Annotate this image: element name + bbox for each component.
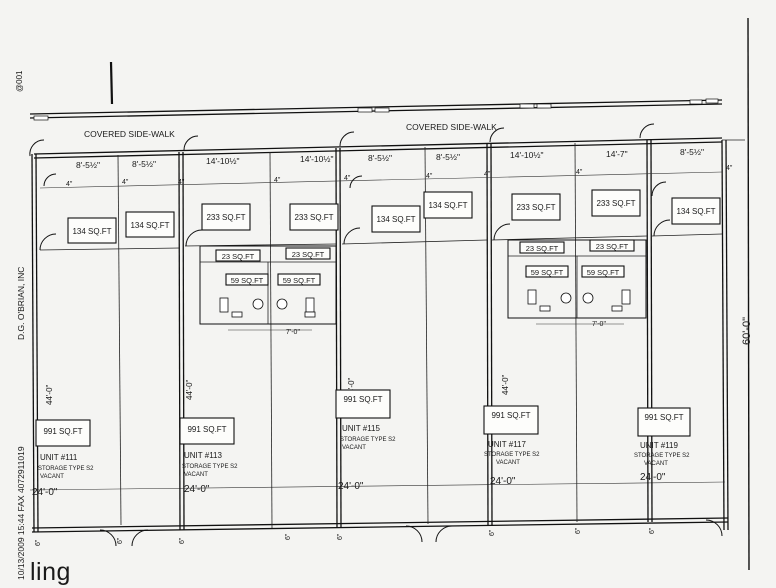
- storage-area-label: 991 SQ.FT: [343, 395, 382, 404]
- dim-label: 4": [66, 181, 73, 188]
- office-area-label: 134 SQ.FT: [72, 227, 111, 236]
- covered-sidewalk-label-right: COVERED SIDE-WALK: [406, 122, 497, 132]
- company-name: D.G. O'BRIAN, INC: [16, 267, 26, 340]
- unit-status: VACANT: [184, 472, 208, 478]
- unit-width: 24'-0": [184, 484, 210, 495]
- dim-label: 6": [179, 537, 186, 544]
- dim-label: 7'-0": [286, 329, 300, 336]
- unit-storage-type: STORAGE TYPE S2: [38, 466, 94, 472]
- restroom-core-right: [507, 239, 647, 325]
- office-area-label: 233 SQ.FT: [206, 213, 245, 222]
- restroom-areas: 23 SQ.FT 23 SQ.FT 23 SQ.FT 23 SQ.FT: [215, 239, 635, 262]
- dim-label: 4": [178, 179, 185, 186]
- unit-status: VACANT: [40, 474, 64, 480]
- unit-status: VACANT: [496, 460, 520, 466]
- restroom-area-label: 23 SQ.FT: [526, 244, 559, 253]
- dim-label: 7'-0": [592, 321, 606, 328]
- demising-walls: [178, 139, 653, 531]
- unit-width: 24'-0": [640, 472, 666, 483]
- storage-unit-111: 991 SQ.FT UNIT #111 STORAGE TYPE S2 VACA…: [32, 419, 94, 498]
- dim-label: 8'-5½": [368, 153, 392, 163]
- toilet-area-label: 59 SQ.FT: [587, 268, 620, 277]
- dim-label: 4": [576, 169, 583, 176]
- storage-unit-113: 991 SQ.FT UNIT #113 STORAGE TYPE S2 VACA…: [179, 417, 238, 495]
- dim-label: 4": [122, 179, 129, 186]
- storage-unit-117: 991 SQ.FT UNIT #117 STORAGE TYPE S2 VACA…: [483, 405, 540, 487]
- office-area-label: 134 SQ.FT: [428, 201, 467, 210]
- unit-width: 24'-0": [338, 481, 364, 492]
- storage-area-label: 991 SQ.FT: [43, 427, 82, 436]
- bottom-wall-dims: 6" 6" 6" 6" 6" 6" 6" 6": [35, 527, 656, 546]
- restroom-area-label: 23 SQ.FT: [596, 242, 629, 251]
- dim-label: 8'-5½": [132, 159, 156, 169]
- dim-label: 6": [117, 537, 124, 544]
- unit-width: 24'-0": [490, 476, 516, 487]
- unit-storage-type: STORAGE TYPE S2: [484, 452, 540, 458]
- dim-label: 4": [274, 177, 281, 184]
- toilet-areas: 59 SQ.FT 59 SQ.FT 59 SQ.FT 59 SQ.FT: [225, 265, 625, 286]
- fax-page-id: @001: [15, 70, 24, 92]
- top-dimensions: 8'-5½" 8'-5½" 14'-10½" 14'-10½" 8'-5½" 8…: [76, 147, 704, 170]
- restroom-core-left: [199, 245, 337, 331]
- office-area-label: 134 SQ.FT: [376, 215, 415, 224]
- dim-label: 6": [337, 533, 344, 540]
- dim-label: 44'-0": [347, 377, 356, 398]
- office-areas: 134 SQ.FT 134 SQ.FT 233 SQ.FT 233 SQ.FT …: [67, 189, 721, 244]
- restroom-area-label: 23 SQ.FT: [222, 252, 255, 261]
- dim-label: 8'-5½": [436, 152, 460, 162]
- dim-label: 6": [649, 527, 656, 534]
- dim-label: 44'-0": [185, 379, 194, 400]
- storage-area-label: 991 SQ.FT: [644, 413, 683, 422]
- storage-unit-115: 991 SQ.FT UNIT #115 STORAGE TYPE S2 VACA…: [335, 389, 396, 492]
- toilet-area-label: 59 SQ.FT: [531, 268, 564, 277]
- unit-storage-type: STORAGE TYPE S2: [634, 453, 690, 459]
- depth-dimensions: 44'-0" 44'-0" 44'-0" 44'-0": [45, 374, 510, 405]
- dim-label: 6": [35, 539, 42, 546]
- unit-status: VACANT: [644, 461, 668, 467]
- cropped-caption-text: ling: [30, 558, 71, 586]
- dim-label: 4": [726, 165, 733, 172]
- unit-storage-type: STORAGE TYPE S2: [182, 464, 238, 470]
- dim-label: 8'-5½": [76, 160, 100, 170]
- dim-label: 8'-5½": [680, 147, 704, 157]
- fax-transmission-line: 10/13/2009 15:44 FAX 4072911019: [16, 446, 26, 580]
- dim-label: 44'-0": [501, 374, 510, 395]
- unit-status: VACANT: [342, 445, 366, 451]
- dim-label: 6": [575, 527, 582, 534]
- unit-number: UNIT #115: [342, 424, 380, 433]
- unit-number: UNIT #119: [640, 441, 678, 450]
- office-area-label: 233 SQ.FT: [596, 199, 635, 208]
- dim-label: 14'-10½": [206, 156, 239, 166]
- office-area-label: 233 SQ.FT: [516, 203, 555, 212]
- dim-label: 14'-10½": [510, 150, 543, 160]
- dim-label: 6": [489, 529, 496, 536]
- wall-thickness-dims: 4" 4" 4" 4" 4" 4" 4" 4" 4": [66, 165, 733, 188]
- dim-label: 4": [484, 171, 491, 178]
- office-area-label: 134 SQ.FT: [130, 221, 169, 230]
- unit-number: UNIT #111: [40, 453, 78, 462]
- dim-label: 14'-10½": [300, 154, 333, 164]
- unit-number: UNIT #117: [488, 440, 526, 449]
- dim-label: 14'-7": [606, 149, 628, 159]
- unit-width: 24'-0": [32, 487, 58, 498]
- unit-storage-type: STORAGE TYPE S2: [340, 437, 396, 443]
- unit-number: UNIT #113: [184, 451, 222, 460]
- dim-label: 44'-0": [45, 384, 54, 405]
- storage-area-label: 991 SQ.FT: [491, 411, 530, 420]
- toilet-area-label: 59 SQ.FT: [283, 276, 316, 285]
- office-area-label: 233 SQ.FT: [294, 213, 333, 222]
- restroom-area-label: 23 SQ.FT: [292, 250, 325, 259]
- dim-label: 6": [285, 533, 292, 540]
- interior-partitions: [39, 142, 723, 529]
- dim-label: 4": [426, 173, 433, 180]
- toilet-area-label: 59 SQ.FT: [231, 276, 264, 285]
- covered-sidewalk-label-left: COVERED SIDE-WALK: [84, 129, 175, 139]
- office-area-label: 134 SQ.FT: [676, 207, 715, 216]
- storage-unit-119: 991 SQ.FT UNIT #119 STORAGE TYPE S2 VACA…: [634, 407, 691, 483]
- dim-label: 4": [344, 175, 351, 182]
- overall-depth-dimension: 60'-0": [741, 317, 753, 345]
- storage-area-label: 991 SQ.FT: [187, 425, 226, 434]
